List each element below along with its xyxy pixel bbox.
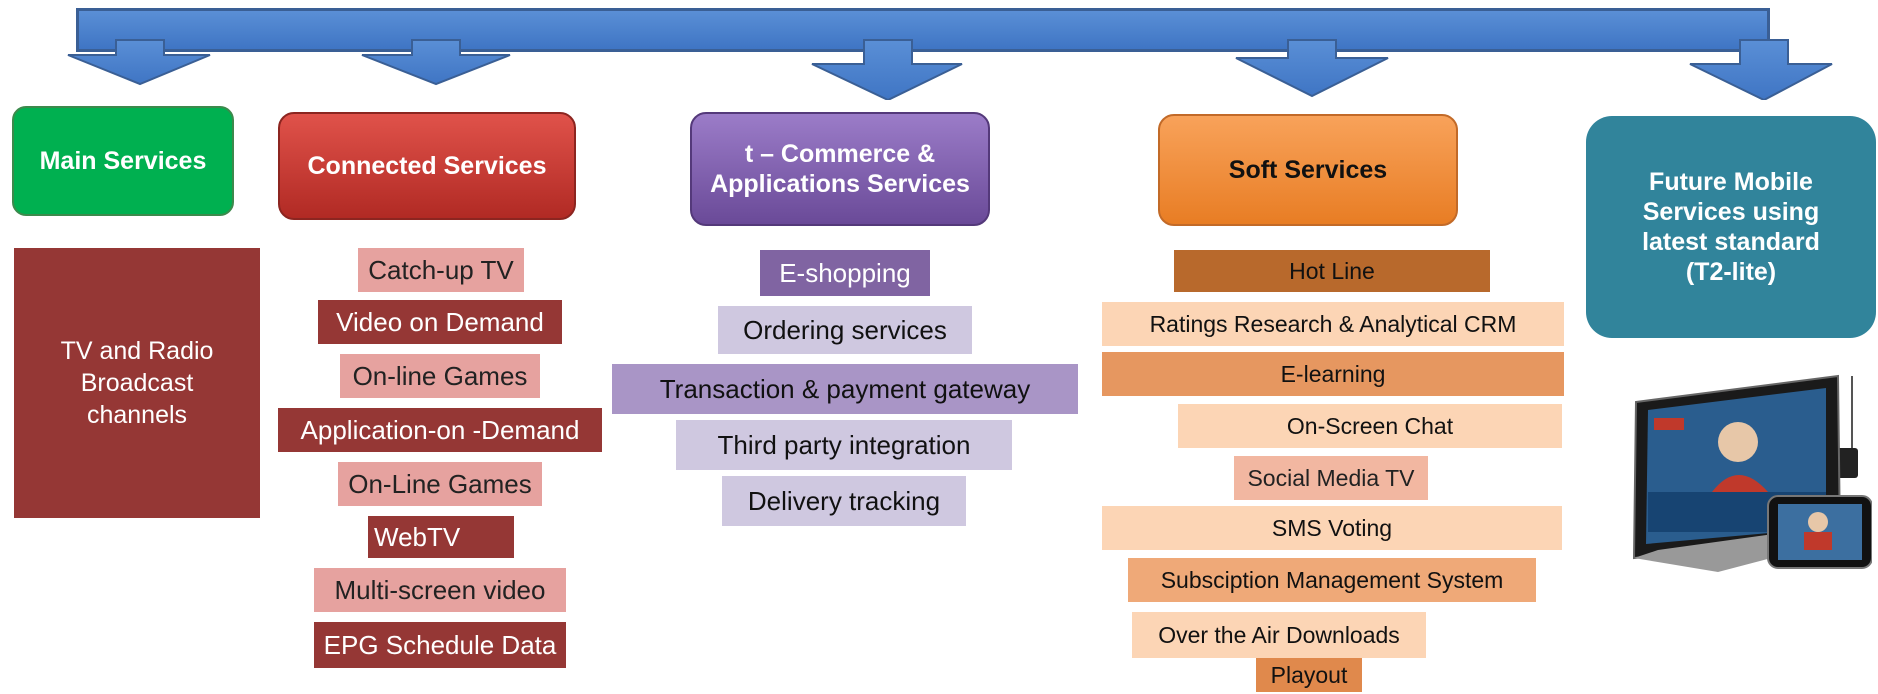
soft-item: Playout	[1256, 658, 1362, 692]
soft-item: Social Media TV	[1234, 456, 1428, 500]
soft-item: Subsciption Management System	[1128, 558, 1536, 602]
commerce-item: Transaction & payment gateway	[612, 364, 1078, 414]
connected-item: EPG Schedule Data	[314, 622, 566, 668]
top-bar	[76, 8, 1770, 52]
header-future-mobile-services: Future Mobile Services using latest stan…	[1586, 116, 1876, 338]
soft-item: Ratings Research & Analytical CRM	[1102, 302, 1564, 346]
arrows	[67, 39, 1833, 100]
header-soft-services: Soft Services	[1158, 114, 1458, 226]
commerce-item: Delivery tracking	[722, 476, 966, 526]
main-item: TV and Radio Broadcast channels	[14, 248, 260, 518]
commerce-item: Ordering services	[718, 306, 972, 354]
down-arrow-icon	[811, 39, 963, 100]
connected-item: Application-on -Demand	[278, 408, 602, 452]
soft-item: On-Screen Chat	[1178, 404, 1562, 448]
commerce-item: E-shopping	[760, 250, 930, 296]
connected-item: WebTV	[368, 516, 514, 558]
header-main-services: Main Services	[12, 106, 234, 216]
down-arrow-icon	[67, 39, 211, 86]
connected-item: Multi-screen video	[314, 568, 566, 612]
soft-item: E-learning	[1102, 352, 1564, 396]
soft-item: Hot Line	[1174, 250, 1490, 292]
connected-item: Catch-up TV	[358, 248, 524, 292]
header-commerce-services: t – Commerce & Applications Services	[690, 112, 990, 226]
soft-item: Over the Air Downloads	[1132, 612, 1426, 658]
connected-item: Video on Demand	[318, 300, 562, 344]
connected-item: On-line Games	[340, 354, 540, 398]
down-arrow-icon	[1689, 39, 1833, 100]
soft-item: SMS Voting	[1102, 506, 1562, 550]
tablet-and-phone-icon	[1632, 374, 1872, 572]
connected-item: On-Line Games	[338, 462, 542, 506]
header-connected-services: Connected Services	[278, 112, 576, 220]
commerce-item: Third party integration	[676, 420, 1012, 470]
down-arrow-icon	[361, 39, 511, 86]
down-arrow-icon	[1235, 39, 1389, 98]
